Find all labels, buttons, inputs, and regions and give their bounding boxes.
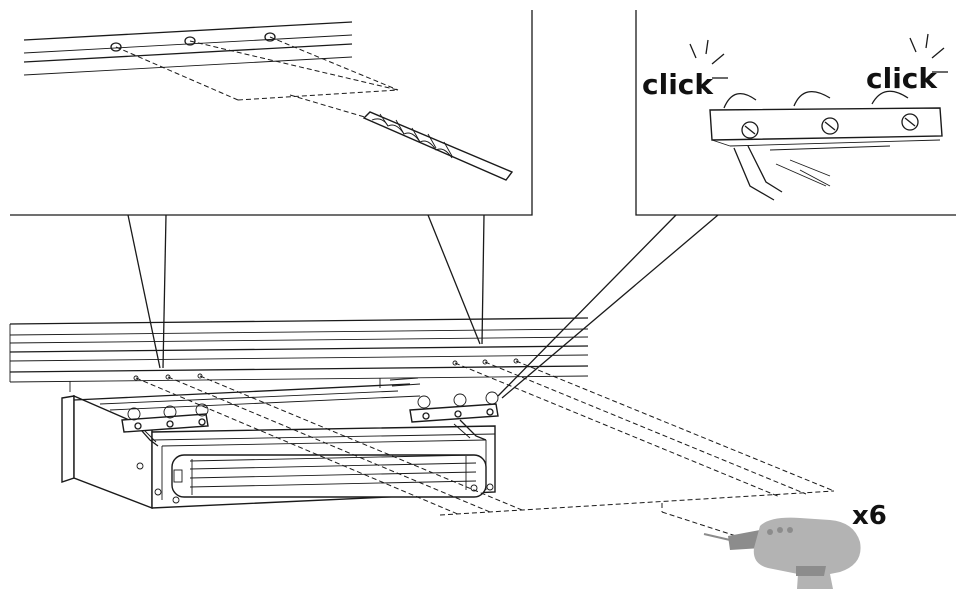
rail-holes [133,358,519,381]
alignment-guides [135,360,835,537]
click-burst-left [689,39,728,79]
click-label-left: click [642,68,714,101]
screw-icon [486,408,494,416]
screw-icon [454,410,462,418]
left-bracket [121,403,209,433]
power-drill-icon [703,517,861,589]
callout-drill-holes [10,10,533,369]
callout-click-bracket [497,10,956,399]
right-bracket [389,377,499,423]
click-label-right: click [866,62,938,95]
screw-icon [821,117,839,135]
quantity-label: x6 [852,501,887,531]
screw-icon [741,121,759,139]
screw-icon [166,420,174,428]
screw-icon [134,422,142,430]
drill-bit-icon [362,111,514,181]
screw-icon [198,418,206,426]
drawer-unit [61,383,496,510]
screw-icon [422,412,430,420]
click-burst-right [909,33,948,73]
screw-icon [901,113,919,131]
cabinet-rail [9,317,589,392]
